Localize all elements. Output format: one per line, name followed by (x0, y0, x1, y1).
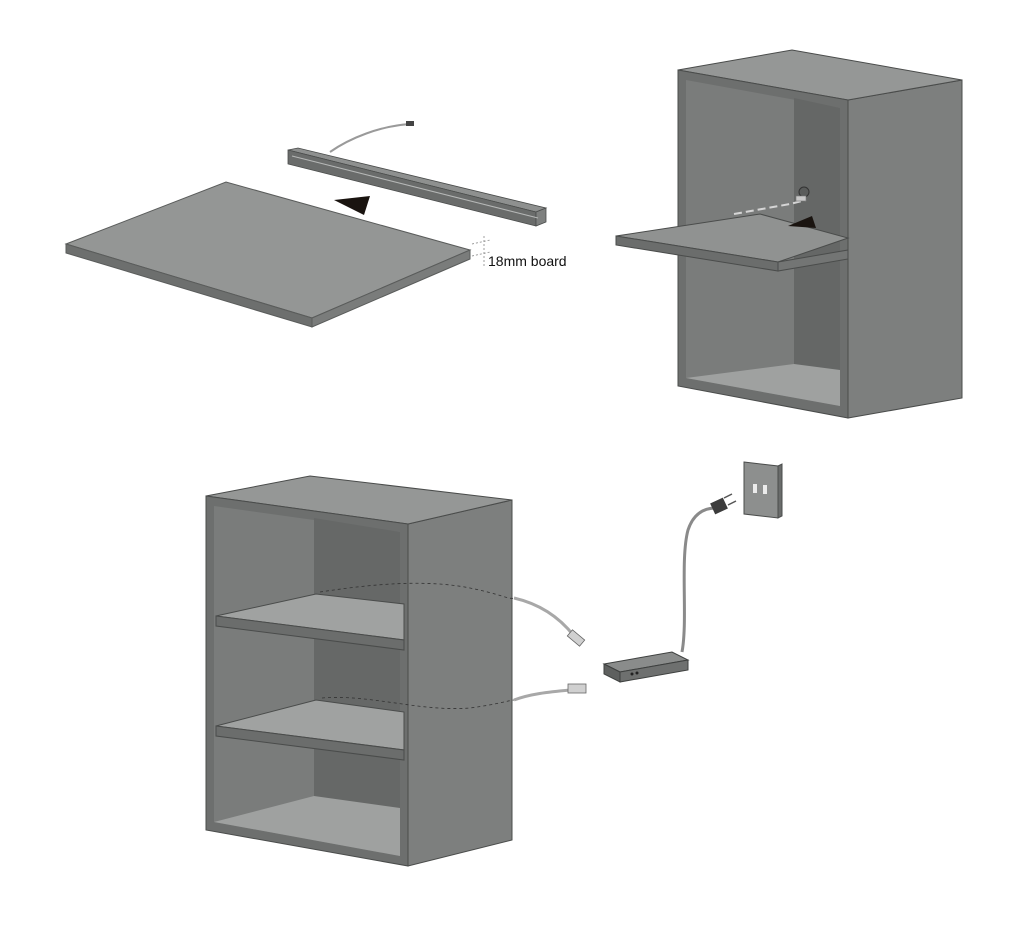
wall-outlet-icon (743, 461, 783, 519)
cabinet-back-panel (794, 98, 840, 406)
insert-arrow-icon (334, 196, 370, 215)
board-thickness-label: 18mm board (488, 253, 567, 269)
cabinet-bottom (214, 796, 400, 856)
plug-icon (710, 493, 737, 515)
shelf-cable (733, 199, 807, 215)
board (64, 181, 472, 328)
step-3-wired-cabinet (205, 461, 783, 867)
cable-upper (513, 596, 576, 637)
board-thickness-marker (471, 236, 491, 266)
cable-hole-icon (798, 186, 810, 198)
hidden-cable-upper (319, 582, 515, 599)
push-arrow-icon (788, 216, 816, 228)
cable-upper-connector (566, 629, 586, 647)
power-cable (680, 506, 717, 653)
cable-lower (513, 688, 571, 702)
upper-shelf (215, 593, 405, 651)
cabinet-bottom (686, 364, 840, 406)
step-1-board-and-profile: 18mm board (64, 121, 567, 328)
cabinet-side-panel (847, 79, 963, 419)
profile-cable (329, 123, 411, 153)
profile-connector (406, 121, 414, 126)
lower-shelf (215, 699, 405, 761)
led-driver (602, 651, 690, 683)
shelf-connector (795, 195, 807, 202)
cabinet-side-panel (407, 499, 513, 867)
step-2-cabinet-shelf-insert (615, 49, 963, 419)
led-profile (287, 121, 548, 227)
cable-lower-connector (567, 683, 587, 694)
